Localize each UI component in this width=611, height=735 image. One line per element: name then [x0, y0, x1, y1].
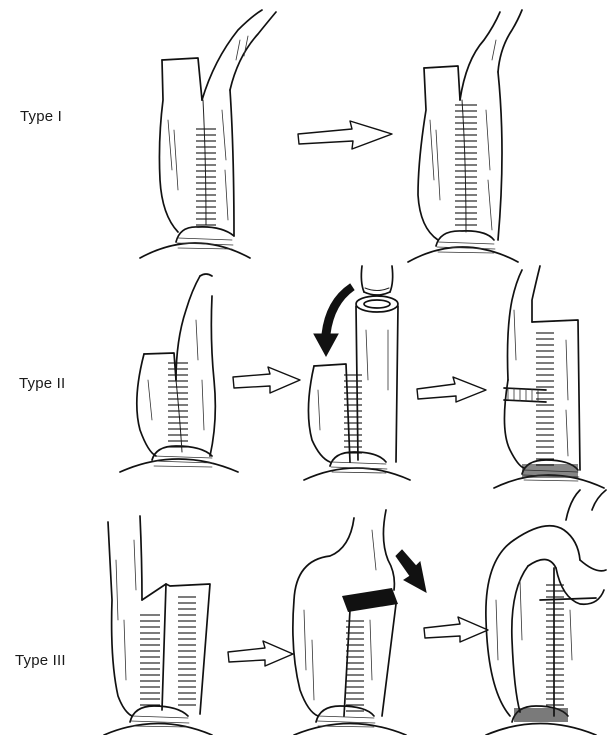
- type-iii-first-drawing: [104, 516, 212, 735]
- type-iii-arrow-1: [228, 641, 293, 666]
- type-ii-arrow-2: [417, 377, 486, 402]
- type-ii-first-drawing: [120, 274, 238, 472]
- type-iii-third-drawing: [486, 490, 606, 735]
- type-iii-second-drawing: [293, 510, 406, 735]
- type-ii-curved-arrow: [314, 284, 354, 356]
- type-iii-black-arrow: [396, 550, 426, 592]
- type-ii-arrow-1: [233, 367, 300, 393]
- type-iii-arrow-2: [424, 617, 488, 642]
- type-i-arrow: [298, 121, 392, 149]
- type-ii-third-drawing: [494, 266, 604, 488]
- type-i-after-drawing: [408, 10, 522, 262]
- type-ii-second-drawing: [304, 266, 410, 480]
- type-i-before-drawing: [140, 10, 276, 258]
